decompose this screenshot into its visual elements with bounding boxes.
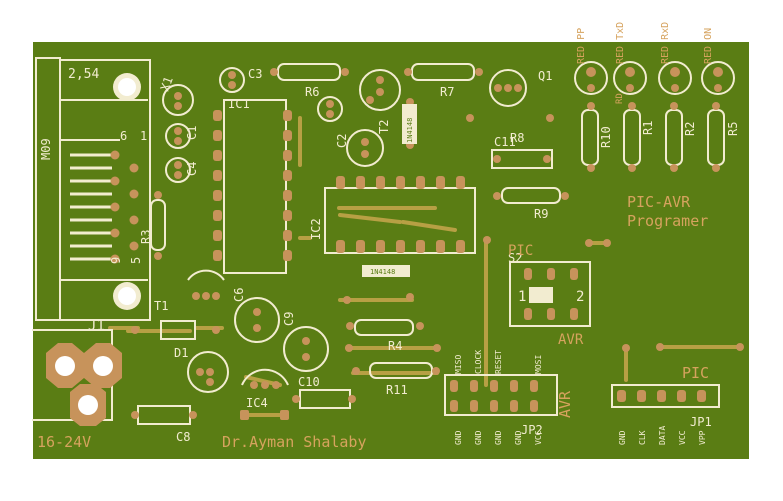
board-substrate: [33, 42, 749, 459]
jp2-bottom-3: GND: [514, 430, 523, 445]
label-c8: C8: [176, 430, 190, 444]
label-x1: X1: [158, 75, 176, 93]
label-ic1: IC1: [228, 97, 250, 111]
pitch-label: 2,54: [68, 67, 99, 82]
led-label-rd: RD: [615, 93, 625, 104]
label-c11: C11: [494, 135, 516, 149]
label-c10: C10: [298, 375, 320, 389]
led-label-3: RED ON: [703, 28, 714, 64]
connector-label: M09: [39, 138, 53, 160]
jp1-pin-gnd: GND: [618, 430, 627, 445]
label-d1: D1: [174, 346, 188, 360]
label-switch-pos2: 2: [576, 289, 584, 305]
label-r7: R7: [440, 85, 454, 99]
label-pic-switch: PIC: [508, 243, 533, 259]
jp1-pin-vpp: VPP: [698, 430, 707, 445]
label-r3: R3: [139, 230, 153, 244]
label-ic2: IC2: [309, 218, 323, 240]
jp2-bottom-1: GND: [474, 430, 483, 445]
jp2-pin-mosi: MOSI: [534, 355, 543, 374]
label-avr-switch: AVR: [558, 332, 584, 348]
label-r1: R1: [641, 121, 655, 135]
led-label-0: RED PP: [576, 28, 587, 64]
small-diodes: [362, 104, 417, 277]
led-rings: [574, 61, 735, 95]
label-avr-vertical: AVR: [556, 390, 574, 418]
jp1-pin-data: DATA: [658, 426, 667, 445]
jp2-pin-miso: MISO: [454, 355, 463, 374]
jp2-bottom-0: GND: [454, 430, 463, 445]
label-r9: R9: [534, 207, 548, 221]
label-r6: R6: [305, 85, 319, 99]
label-ic4: IC4: [246, 396, 268, 410]
board-voltage: 16-24V: [37, 433, 91, 451]
pin9-label: 9: [109, 257, 123, 264]
jp1-pin-vcc: VCC: [678, 430, 687, 445]
label-r8: R8: [510, 131, 524, 145]
label-r2: R2: [683, 122, 697, 136]
db9-connector: [35, 57, 151, 321]
jp2-bottom-4: VCC: [534, 430, 543, 445]
label-c1: C1: [185, 126, 199, 140]
label-zener: 1N4148: [406, 118, 414, 143]
jp2-pin-clock: CLOCK: [474, 350, 483, 374]
jp1-pin-clk: CLK: [638, 430, 647, 445]
board-title: PIC-AVR: [627, 193, 691, 211]
label-c9: C9: [282, 312, 296, 326]
ic1-outline: [223, 99, 287, 274]
label-jp1: JP1: [690, 415, 712, 429]
label-r10: R10: [599, 126, 613, 148]
label-diode: 1N4148: [370, 268, 395, 276]
solder-pads: [131, 67, 744, 420]
board-subtitle: Programer: [627, 212, 708, 230]
crystal-x1: [162, 84, 194, 116]
pin1-label: 1: [140, 129, 147, 143]
label-j1: J1: [88, 318, 105, 334]
led-labels: RED PP RED TxD RED RxD RED ON RD: [576, 22, 714, 104]
label-q1: Q1: [538, 69, 552, 83]
jp2-bottom-2: GND: [494, 430, 503, 445]
label-c3: C3: [248, 67, 262, 81]
label-r5: R5: [726, 122, 740, 136]
jp2-labels: MISO CLOCK RESET MOSI GND GND GND GND VCC: [454, 350, 543, 445]
power-jack-j1: [46, 343, 122, 426]
pin5-label: 5: [129, 257, 143, 264]
label-c6: C6: [232, 288, 246, 302]
label-r4: R4: [388, 339, 402, 353]
board-author: Dr.Ayman Shalaby: [222, 433, 367, 451]
led-label-2: RED RxD: [660, 22, 671, 64]
label-c4: C4: [185, 162, 199, 176]
jp2-pin-reset: RESET: [494, 350, 503, 374]
copper-traces: [108, 116, 742, 417]
label-t2: T2: [377, 120, 391, 134]
label-s2: S2: [508, 251, 522, 265]
pin6-label: 6: [120, 129, 127, 143]
label-c2: C2: [335, 134, 349, 148]
switch-s2-outline: [509, 261, 591, 327]
label-r11: R11: [386, 383, 408, 397]
label-t1: T1: [154, 299, 168, 313]
label-pic-jp: PIC: [682, 364, 709, 382]
led-label-1: RED TxD: [615, 22, 626, 64]
label-jp2: JP2: [521, 423, 543, 437]
label-switch-pos1: 1: [518, 289, 526, 305]
jp1-labels: GND CLK DATA VCC VPP: [618, 426, 707, 445]
